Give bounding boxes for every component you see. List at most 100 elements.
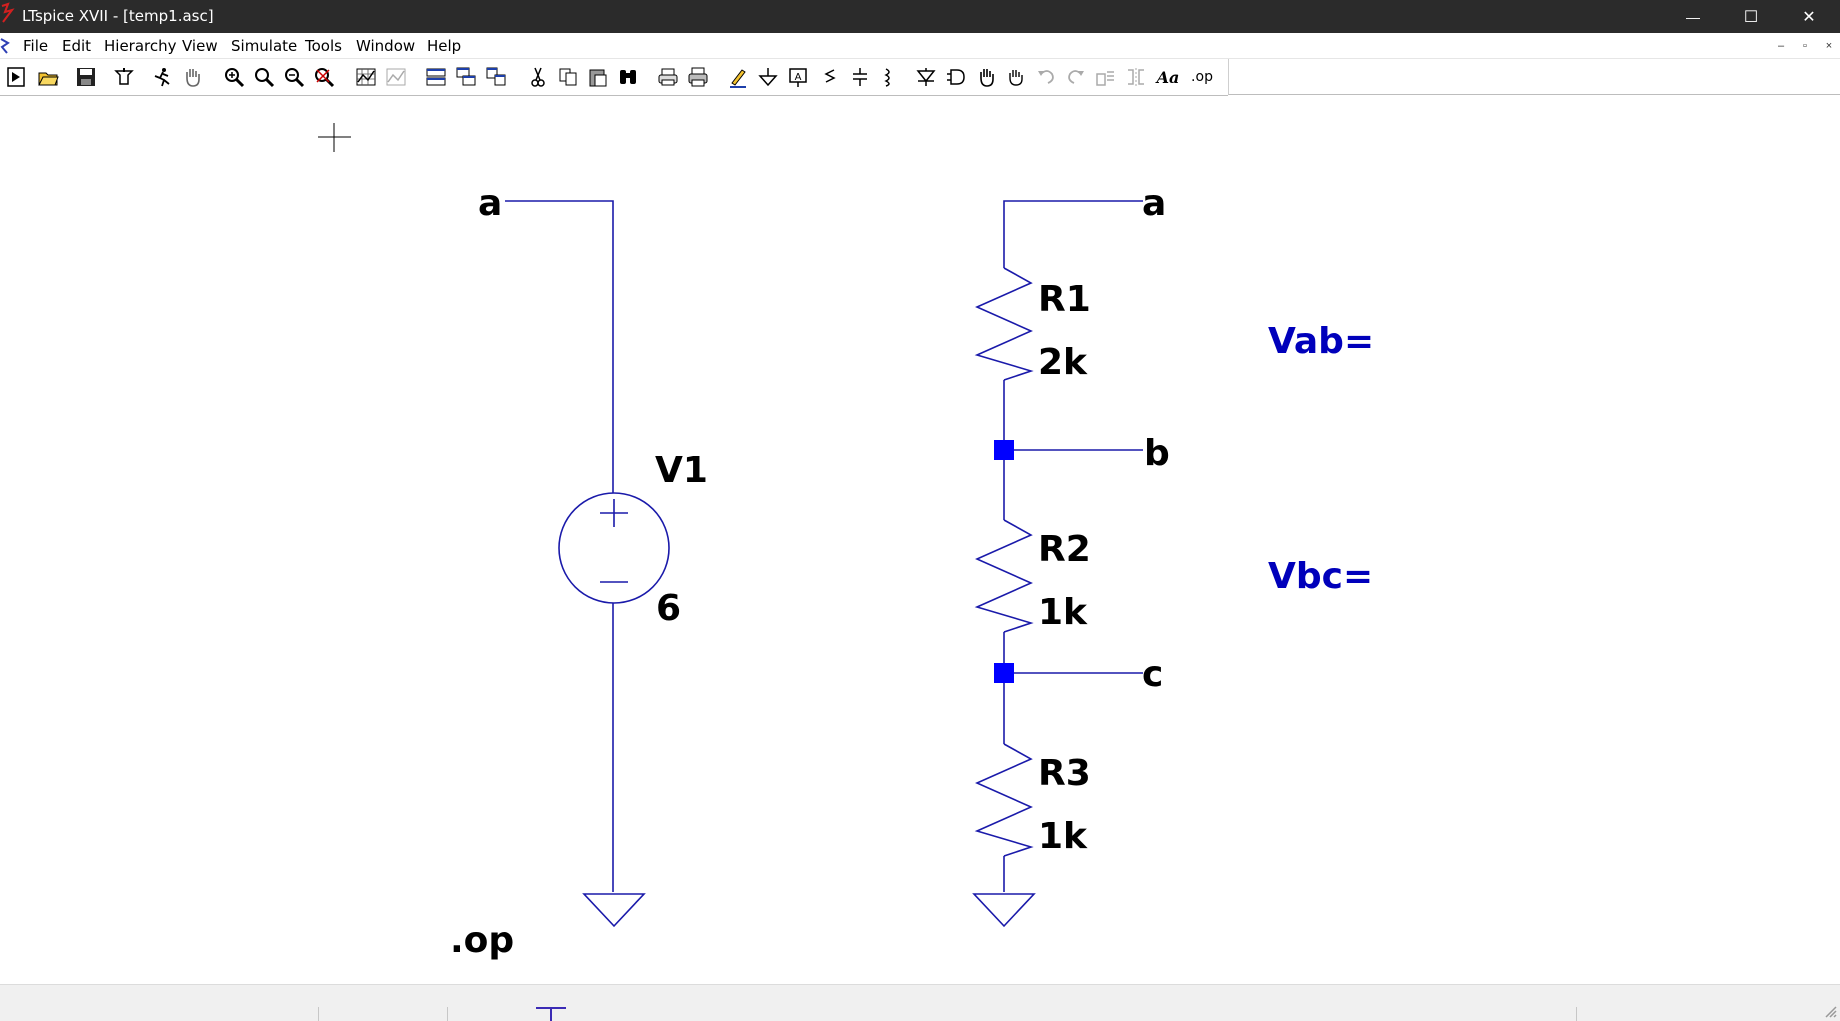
text-button[interactable]: Aa bbox=[1156, 65, 1180, 89]
cut-button[interactable] bbox=[526, 65, 550, 89]
status-bar bbox=[0, 984, 1840, 1021]
rotate-icon bbox=[1096, 71, 1114, 86]
schematic-canvas[interactable]: a a b c V1 6 R1 2k R2 1k R3 1k Vab= Vbc=… bbox=[0, 96, 1840, 984]
net-label-a-right[interactable]: a bbox=[1142, 183, 1166, 224]
toolbar-empty-area bbox=[1228, 59, 1840, 95]
source-value-label[interactable]: 6 bbox=[656, 588, 681, 629]
print-button[interactable] bbox=[656, 65, 680, 89]
rotate-button[interactable] bbox=[1094, 65, 1118, 89]
wire[interactable] bbox=[505, 200, 614, 892]
zoom-pan-button[interactable] bbox=[252, 65, 276, 89]
resistor-r3[interactable] bbox=[974, 743, 1034, 857]
r1-name-label[interactable]: R1 bbox=[1038, 279, 1091, 320]
control-panel-button[interactable] bbox=[112, 65, 136, 89]
diode-button[interactable] bbox=[914, 65, 938, 89]
comment-vbc[interactable]: Vbc= bbox=[1268, 556, 1373, 597]
net-label-c[interactable]: c bbox=[1142, 654, 1163, 695]
paste-button[interactable] bbox=[586, 65, 610, 89]
cascade-button[interactable] bbox=[454, 65, 478, 89]
tile-vertical-button[interactable] bbox=[484, 65, 508, 89]
junction-dot-c[interactable] bbox=[994, 663, 1014, 683]
mdi-restore-icon: ▫ bbox=[1803, 40, 1807, 52]
ltspice-app-icon[interactable] bbox=[0, 2, 16, 26]
redo-button[interactable] bbox=[1064, 65, 1088, 89]
print-setup-button[interactable] bbox=[686, 65, 710, 89]
r2-name-label[interactable]: R2 bbox=[1038, 529, 1091, 570]
mdi-minimize-button[interactable]: – bbox=[1770, 37, 1792, 55]
capacitor-button[interactable] bbox=[848, 65, 872, 89]
menu-hierarchy[interactable]: Hierarchy bbox=[104, 37, 177, 55]
inductor-button[interactable] bbox=[876, 65, 900, 89]
menu-file-label: File bbox=[23, 37, 49, 55]
save-button[interactable] bbox=[74, 65, 98, 89]
zoom-pan-icon bbox=[255, 68, 275, 88]
voltage-source-v1[interactable] bbox=[558, 492, 670, 604]
component-icon bbox=[947, 69, 965, 85]
menu-tools[interactable]: Tools bbox=[305, 37, 342, 55]
source-name-label[interactable]: V1 bbox=[655, 450, 708, 491]
copy-button[interactable] bbox=[556, 65, 580, 89]
move-button[interactable] bbox=[974, 65, 998, 89]
document-icon[interactable] bbox=[0, 37, 10, 55]
find-button[interactable] bbox=[616, 65, 640, 89]
autorange-button[interactable] bbox=[354, 65, 378, 89]
pan-button[interactable] bbox=[180, 65, 204, 89]
menu-view[interactable]: View bbox=[182, 37, 218, 55]
menu-help[interactable]: Help bbox=[427, 37, 461, 55]
close-button[interactable]: ✕ bbox=[1780, 0, 1838, 33]
tile-vertical-icon bbox=[486, 67, 506, 86]
waveform-button[interactable] bbox=[384, 65, 408, 89]
zoom-fit-button[interactable] bbox=[312, 65, 336, 89]
mdi-restore-button[interactable]: ▫ bbox=[1794, 37, 1816, 55]
resize-grip-icon[interactable] bbox=[1822, 1003, 1838, 1019]
r3-value-label[interactable]: 1k bbox=[1038, 816, 1088, 857]
save-icon bbox=[77, 68, 95, 86]
net-label-a-left[interactable]: a bbox=[478, 183, 502, 224]
menu-simulate[interactable]: Simulate bbox=[231, 37, 297, 55]
control-panel-icon bbox=[114, 68, 134, 85]
resistor-button[interactable] bbox=[818, 65, 842, 89]
menu-file[interactable]: File bbox=[23, 37, 48, 55]
mirror-button[interactable] bbox=[1124, 65, 1148, 89]
zoom-in-button[interactable] bbox=[222, 65, 246, 89]
drag-button[interactable] bbox=[1004, 65, 1028, 89]
comment-vab[interactable]: Vab= bbox=[1268, 321, 1374, 362]
menu-window[interactable]: Window bbox=[356, 37, 415, 55]
mdi-close-button[interactable]: × bbox=[1818, 37, 1840, 55]
draw-wire-icon bbox=[730, 69, 746, 88]
maximize-icon: ☐ bbox=[1743, 8, 1759, 26]
r3-name-label[interactable]: R3 bbox=[1038, 753, 1091, 794]
undo-button[interactable] bbox=[1034, 65, 1058, 89]
copy-icon bbox=[559, 68, 577, 86]
run-button[interactable] bbox=[150, 65, 174, 89]
waveform-icon bbox=[386, 68, 406, 86]
spice-directive-op[interactable]: .op bbox=[450, 920, 514, 961]
window-title: LTspice XVII - [temp1.asc] bbox=[22, 7, 214, 25]
menu-edit[interactable]: Edit bbox=[62, 37, 91, 55]
net-label-b[interactable]: b bbox=[1144, 433, 1170, 474]
tile-horizontal-button[interactable] bbox=[424, 65, 448, 89]
mdi-close-icon: × bbox=[1825, 40, 1833, 52]
mirror-icon bbox=[1128, 68, 1144, 86]
zoom-out-button[interactable] bbox=[282, 65, 306, 89]
r1-value-label[interactable]: 2k bbox=[1038, 342, 1088, 383]
junction-dot-b[interactable] bbox=[994, 440, 1014, 460]
ground-button[interactable] bbox=[756, 65, 780, 89]
ground-symbol[interactable] bbox=[582, 893, 646, 928]
mdi-minimize-icon: – bbox=[1777, 40, 1785, 52]
spice-directive-button[interactable]: .op bbox=[1190, 65, 1214, 89]
r2-value-label[interactable]: 1k bbox=[1038, 592, 1088, 633]
new-schematic-button[interactable] bbox=[4, 65, 28, 89]
label-net-button[interactable]: A bbox=[786, 65, 810, 89]
component-button[interactable] bbox=[944, 65, 968, 89]
minimize-icon: — bbox=[1686, 8, 1700, 25]
draw-wire-button[interactable] bbox=[726, 65, 750, 89]
wire[interactable] bbox=[1003, 200, 1143, 892]
open-button[interactable] bbox=[36, 65, 60, 89]
minimize-button[interactable]: — bbox=[1664, 0, 1722, 33]
ground-symbol[interactable] bbox=[972, 893, 1036, 928]
resistor-r2[interactable] bbox=[974, 519, 1034, 633]
maximize-button[interactable]: ☐ bbox=[1722, 0, 1780, 33]
move-icon bbox=[980, 69, 994, 87]
resistor-r1[interactable] bbox=[974, 267, 1034, 381]
